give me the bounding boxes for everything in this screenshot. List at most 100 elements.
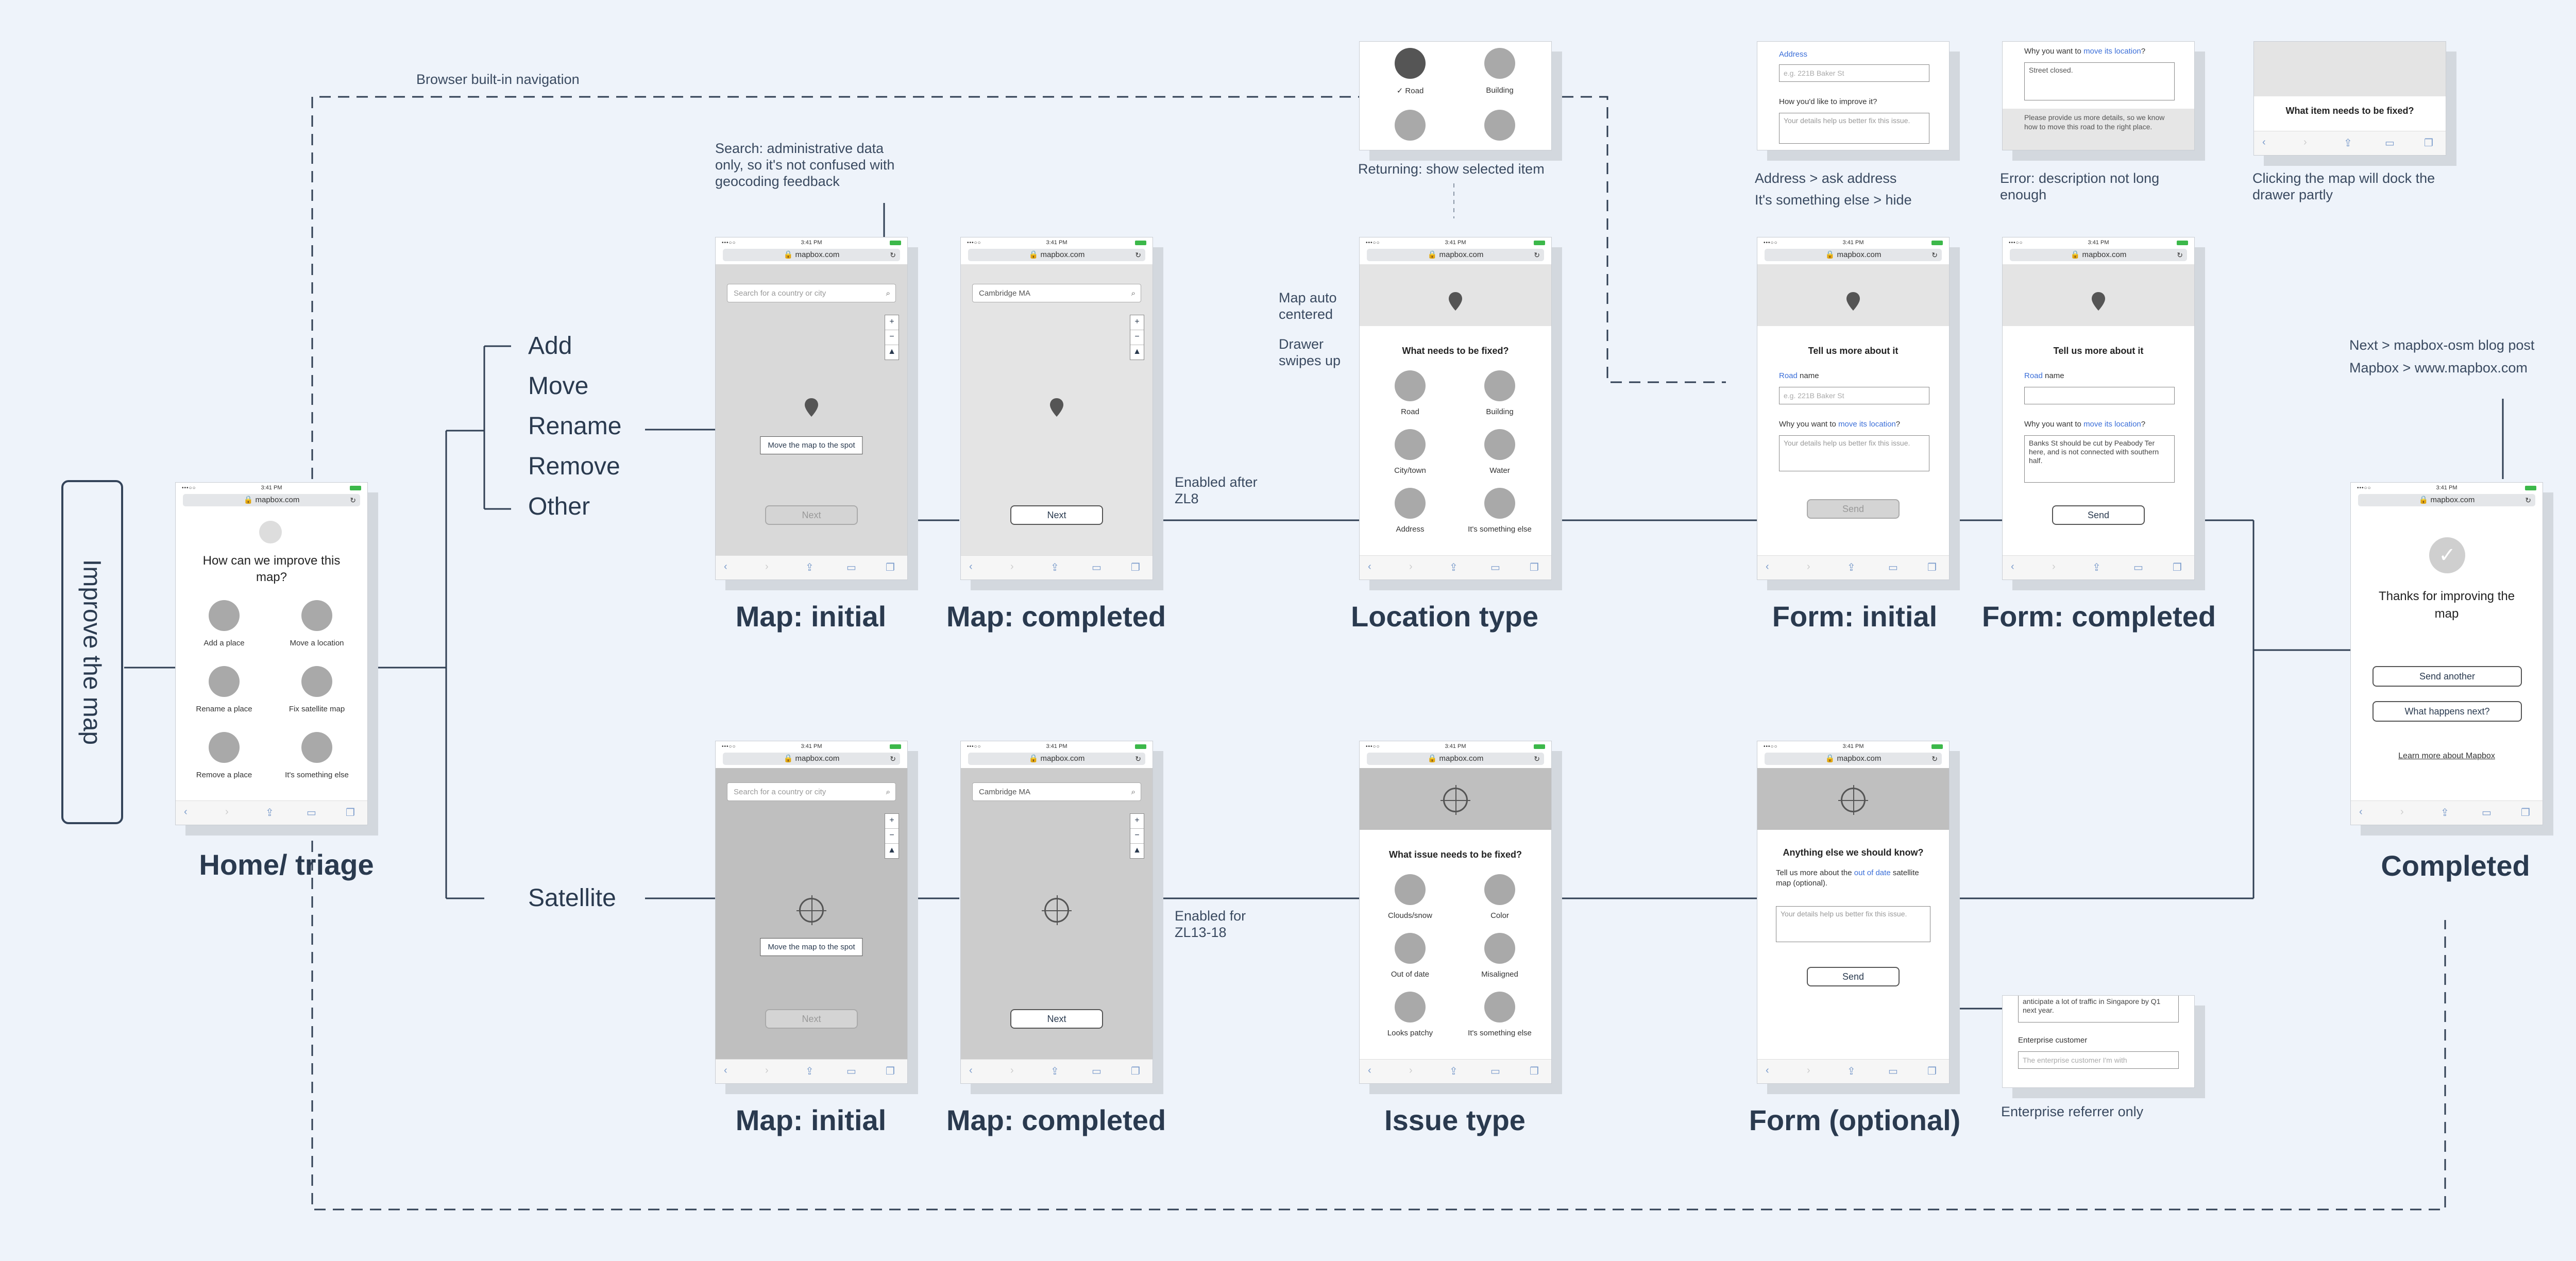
share-icon[interactable]: ⇪ [265, 807, 274, 819]
compass-icon[interactable]: ▲ [888, 846, 896, 855]
forward-icon[interactable]: › [225, 806, 229, 817]
learn-more-link[interactable]: Learn more about Mapbox [2398, 752, 2495, 760]
forward-icon[interactable]: › [765, 561, 769, 572]
option-icon[interactable] [209, 732, 240, 763]
bookmarks-icon[interactable]: ▭ [1888, 562, 1898, 573]
option-icon[interactable] [1484, 429, 1515, 460]
url-bar[interactable]: 🔒 mapbox.com↻ [2358, 494, 2535, 506]
back-icon[interactable]: ‹ [1766, 1065, 1769, 1076]
compass-icon[interactable]: ▲ [1133, 846, 1141, 855]
share-icon[interactable]: ⇪ [1050, 562, 1059, 573]
name-field[interactable]: e.g. 221B Baker St [1779, 387, 1929, 404]
bookmarks-icon[interactable]: ▭ [1490, 562, 1500, 573]
share-icon[interactable]: ⇪ [1050, 1066, 1059, 1077]
send-button[interactable]: Send [2052, 505, 2145, 525]
share-icon[interactable]: ⇪ [2092, 562, 2101, 573]
back-icon[interactable]: ‹ [2359, 806, 2363, 817]
zoom-controls[interactable]: +−▲ [885, 315, 899, 360]
url-bar[interactable]: 🔒 mapbox.com↻ [723, 249, 900, 261]
share-icon[interactable]: ⇪ [805, 562, 814, 573]
option-icon[interactable] [1484, 933, 1515, 964]
option-icon[interactable] [1395, 370, 1426, 401]
back-icon[interactable]: ‹ [724, 1065, 727, 1076]
send-button[interactable]: Send [1807, 499, 1900, 519]
reload-icon[interactable]: ↻ [2525, 496, 2531, 504]
option-icon[interactable] [1395, 110, 1426, 141]
option-icon[interactable] [1484, 488, 1515, 519]
back-icon[interactable]: ‹ [1766, 561, 1769, 572]
reload-icon[interactable]: ↻ [2177, 251, 2183, 259]
url-bar[interactable]: 🔒 mapbox.com↻ [1367, 249, 1544, 261]
what-next-button[interactable]: What happens next? [2372, 701, 2522, 722]
tabs-icon[interactable]: ❐ [1927, 562, 1937, 573]
bookmarks-icon[interactable]: ▭ [307, 807, 316, 819]
forward-icon[interactable]: › [765, 1065, 769, 1076]
option-icon[interactable] [301, 600, 332, 631]
back-icon[interactable]: ‹ [1368, 561, 1371, 572]
details-field[interactable]: Street closed. [2024, 62, 2175, 100]
zoom-out-icon[interactable]: − [1130, 829, 1144, 844]
tabs-icon[interactable]: ❐ [1131, 1066, 1140, 1077]
option-icon-selected[interactable] [1395, 48, 1426, 79]
share-icon[interactable]: ⇪ [805, 1066, 814, 1077]
zoom-controls[interactable]: +−▲ [1130, 813, 1144, 859]
share-icon[interactable]: ⇪ [2344, 138, 2352, 149]
back-icon[interactable]: ‹ [724, 561, 727, 572]
reload-icon[interactable]: ↻ [890, 755, 896, 763]
forward-icon[interactable]: › [2303, 137, 2307, 148]
zoom-controls[interactable]: +− ▲ [885, 813, 899, 859]
bookmarks-icon[interactable]: ▭ [1092, 1066, 1101, 1077]
url-bar[interactable]: 🔒 mapbox.com↻ [968, 249, 1145, 261]
zoom-in-icon[interactable]: + [1130, 315, 1144, 330]
back-icon[interactable]: ‹ [969, 1065, 973, 1076]
tabs-icon[interactable]: ❐ [2173, 562, 2182, 573]
back-icon[interactable]: ‹ [1368, 1065, 1371, 1076]
option-icon[interactable] [1395, 874, 1426, 905]
details-field[interactable]: Your details help us better fix this iss… [1776, 906, 1930, 942]
reload-icon[interactable]: ↻ [1931, 251, 1938, 259]
option-icon[interactable] [1484, 874, 1515, 905]
back-icon[interactable]: ‹ [2011, 561, 2014, 572]
bookmarks-icon[interactable]: ▭ [1888, 1066, 1898, 1077]
compass-icon[interactable]: ▲ [1133, 347, 1141, 356]
tabs-icon[interactable]: ❐ [1530, 562, 1539, 573]
details-field[interactable]: anticipate a lot of traffic in Singapore… [2018, 996, 2179, 1023]
bookmarks-icon[interactable]: ▭ [2133, 562, 2143, 573]
bookmarks-icon[interactable]: ▭ [846, 1066, 856, 1077]
option-icon[interactable] [1395, 933, 1426, 964]
forward-icon[interactable]: › [2400, 806, 2404, 817]
share-icon[interactable]: ⇪ [1449, 1066, 1458, 1077]
bookmarks-icon[interactable]: ▭ [1490, 1066, 1500, 1077]
zoom-in-icon[interactable]: + [885, 315, 899, 330]
next-button[interactable]: Next [1010, 1009, 1103, 1029]
tabs-icon[interactable]: ❐ [886, 1066, 895, 1077]
bookmarks-icon[interactable]: ▭ [2385, 138, 2395, 149]
share-icon[interactable]: ⇪ [1449, 562, 1458, 573]
address-field[interactable]: e.g. 221B Baker St [1779, 64, 1929, 82]
option-icon[interactable] [1484, 992, 1515, 1023]
map-view[interactable] [2254, 42, 2446, 96]
url-bar[interactable]: 🔒 mapbox.com↻ [2010, 249, 2187, 261]
reload-icon[interactable]: ↻ [1534, 755, 1540, 763]
send-button[interactable]: Send [1807, 967, 1900, 986]
zoom-controls[interactable]: +−▲ [1130, 315, 1144, 360]
zoom-out-icon[interactable]: − [885, 829, 899, 844]
zoom-in-icon[interactable]: + [885, 814, 899, 829]
url-bar[interactable]: 🔒 mapbox.com↻ [1765, 249, 1942, 261]
forward-icon[interactable]: › [1010, 1065, 1014, 1076]
option-icon[interactable] [1484, 110, 1515, 141]
share-icon[interactable]: ⇪ [1847, 562, 1856, 573]
bookmarks-icon[interactable]: ▭ [846, 562, 856, 573]
option-icon[interactable] [209, 666, 240, 697]
url-bar[interactable]: 🔒 mapbox.com↻ [723, 753, 900, 765]
option-icon[interactable] [301, 732, 332, 763]
tabs-icon[interactable]: ❐ [1131, 562, 1140, 573]
option-icon[interactable] [1484, 48, 1515, 79]
option-icon[interactable] [1395, 488, 1426, 519]
search-input[interactable]: Cambridge MA⌕ [972, 782, 1141, 801]
forward-icon[interactable]: › [1409, 561, 1413, 572]
details-field[interactable]: Your details help us better fix this iss… [1779, 113, 1929, 144]
send-another-button[interactable]: Send another [2372, 666, 2522, 687]
forward-icon[interactable]: › [1409, 1065, 1413, 1076]
search-input[interactable]: Search for a country or city⌕ [727, 782, 896, 801]
